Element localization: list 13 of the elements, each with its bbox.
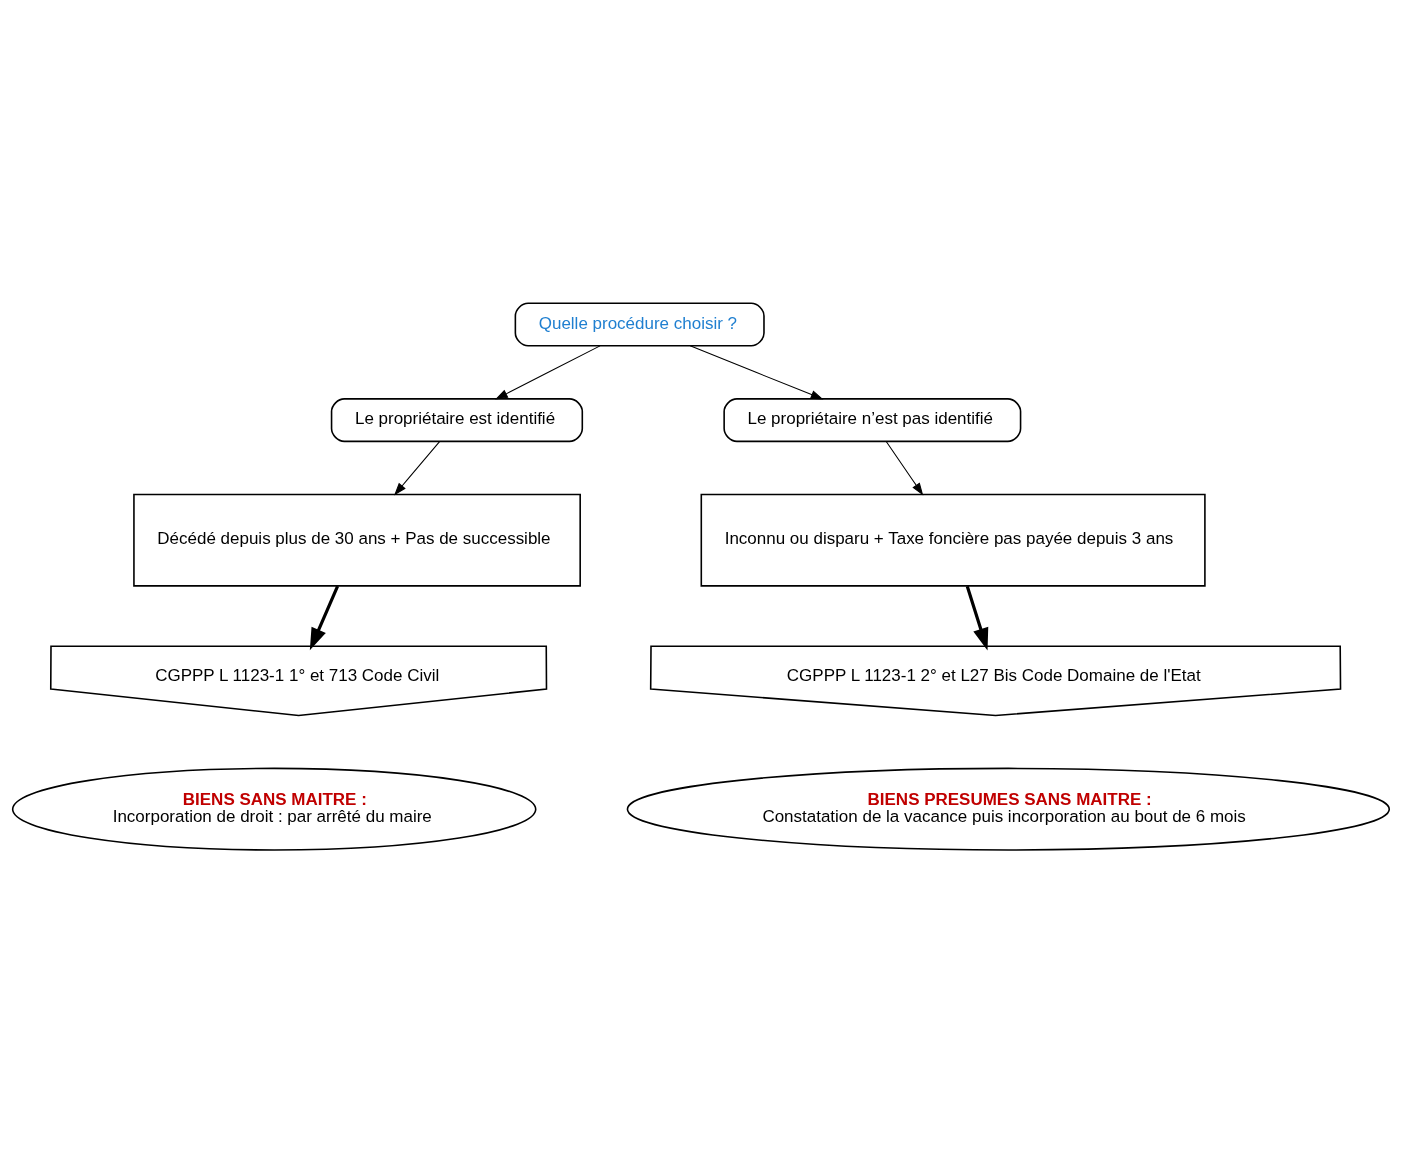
arrow	[309, 585, 340, 651]
arrow	[689, 345, 824, 400]
node-box: Le propriétaire est identifié	[330, 398, 584, 443]
node-box: Quelle procédure choisir ?	[514, 302, 765, 347]
node-box: Le propriétaire n’est pas identifié	[723, 398, 1022, 443]
arrow	[965, 585, 989, 651]
arrow	[885, 440, 924, 496]
node-box: Inconnu ou disparu + Taxe foncière pas payée depuis 3 ans	[700, 493, 1206, 587]
node-box: Décédé depuis plus de 30 ans + Pas de successible	[133, 493, 581, 587]
node-ellipse: BIENS SANS MAITRE : Incorporation de droit : par arrêté du maire	[11, 767, 537, 851]
arrow	[394, 440, 441, 496]
node-ellipse: BIENS PRESUMES SANS MAITRE : Constatation de la vacance puis incorporation au bout de 6 mois	[626, 767, 1391, 851]
arrow	[495, 345, 601, 400]
